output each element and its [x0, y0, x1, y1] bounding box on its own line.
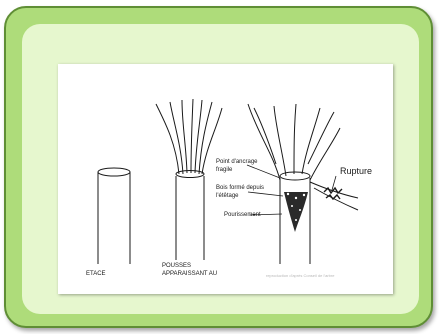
rupture-mark — [324, 188, 342, 199]
cut-trunk-drawing — [98, 168, 130, 264]
label-rupture: Rupture — [340, 167, 388, 175]
label-rot: Pourissement — [224, 211, 274, 219]
stage-label-1: ETACE — [86, 270, 126, 278]
sprouting-trunk-drawing — [156, 99, 222, 260]
diagram-image: Point d'ancrage fragile Bois formé depui… — [58, 64, 393, 294]
tree-topping-illustration — [58, 64, 393, 294]
label-anchor: Point d'ancrage fragile — [216, 158, 276, 174]
image-credit: reproduction d'après Conseil de l'arbre — [266, 272, 376, 280]
stage-label-2: POUSSES APPARAISSANT AU — [162, 262, 242, 278]
rot-zone — [284, 192, 308, 232]
label-wood: Bois formé depuis l'étêtage — [216, 184, 280, 200]
